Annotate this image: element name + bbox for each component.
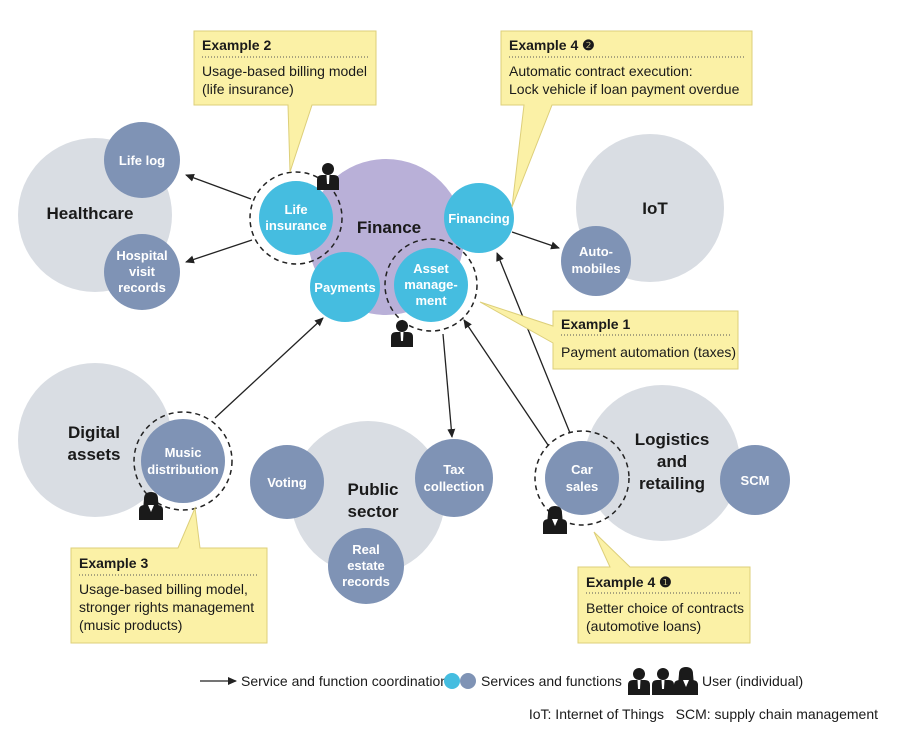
digital-assets-label-line2: assets	[68, 445, 121, 464]
scm-label: SCM	[741, 473, 770, 488]
legend-services-label: Services and functions	[481, 673, 622, 689]
real-label-1: Real	[352, 542, 379, 557]
example-3-line2: stronger rights management	[79, 599, 254, 615]
hospital-label-3: records	[118, 280, 166, 295]
tax-collection-node	[415, 439, 493, 517]
asset-label-3: ment	[415, 293, 447, 308]
financing-node	[444, 183, 514, 253]
logistics-label-line2: and	[657, 452, 687, 471]
public-sector-domain-circle	[291, 421, 445, 575]
logistics-label-line1: Logistics	[635, 430, 710, 449]
life-log-node	[104, 122, 180, 198]
automobiles-label-2: mobiles	[571, 261, 620, 276]
legend-user-icon-1	[628, 668, 650, 695]
digital-assets-domain-circle	[18, 363, 172, 517]
asset-label-2: manage-	[404, 277, 457, 292]
coordination-arrows	[185, 174, 571, 446]
logistics-domain-circle	[584, 385, 740, 541]
asset-label-1: Asset	[413, 261, 449, 276]
music-label-2: distribution	[147, 462, 219, 477]
arrow-life-insurance-to-life-log	[185, 174, 252, 200]
digital-assets-label-line1: Digital	[68, 423, 120, 442]
payments-label: Payments	[314, 280, 375, 295]
healthcare-label: Healthcare	[47, 204, 134, 223]
automobiles-node	[561, 226, 631, 296]
scm-node	[720, 445, 790, 515]
legend: Service and function coordination Servic…	[200, 667, 803, 695]
example-2-line1: Usage-based billing model	[202, 63, 367, 79]
arrow-asset-to-tax-collection	[442, 333, 456, 438]
example-4-2-line2: Lock vehicle if loan payment overdue	[509, 81, 740, 97]
example-1-title: Example 1	[561, 316, 630, 332]
logistics-label-line3: retailing	[639, 474, 705, 493]
footnote: IoT: Internet of Things SCM: supply chai…	[529, 706, 878, 722]
example-4-1-line1: Better choice of contracts	[586, 600, 744, 616]
voting-node	[250, 445, 324, 519]
user-icon-car-sales	[543, 506, 567, 534]
iot-label: IoT	[642, 199, 668, 218]
life-insurance-label-1: Life	[284, 202, 307, 217]
music-label-1: Music	[165, 445, 202, 460]
voting-label: Voting	[267, 475, 307, 490]
example-1-line1: Payment automation (taxes)	[561, 344, 736, 360]
asset-management-dashed-ring	[384, 238, 478, 332]
hospital-label-2: visit	[129, 264, 156, 279]
callout-example-2: Example 2 Usage-based billing model (lif…	[193, 30, 377, 173]
car-sales-label-2: sales	[566, 479, 599, 494]
tax-label-2: collection	[424, 479, 485, 494]
car-sales-node	[545, 441, 619, 515]
example-4-1-line2: (automotive loans)	[586, 618, 701, 634]
finance-label: Finance	[357, 218, 421, 237]
car-sales-dashed-ring	[534, 430, 630, 526]
legend-user-icon-3	[674, 667, 698, 695]
life-insurance-dashed-ring	[249, 171, 343, 265]
example-4-2-title: Example 4 ❷	[509, 37, 595, 53]
arrow-music-to-payments	[214, 317, 324, 419]
legend-service-cyan-icon	[444, 673, 460, 689]
user-icon-life-insurance	[317, 163, 339, 190]
public-sector-label-line1: Public	[347, 480, 398, 499]
example-3-line3: (music products)	[79, 617, 182, 633]
public-sector-label-line2: sector	[347, 502, 398, 521]
example-4-1-title: Example 4 ❶	[586, 574, 672, 590]
real-label-3: records	[342, 574, 390, 589]
hospital-visit-records-node	[104, 234, 180, 310]
life-log-label: Life log	[119, 153, 165, 168]
legend-service-blue-icon	[460, 673, 476, 689]
life-insurance-label-2: insurance	[265, 218, 326, 233]
music-distribution-node	[141, 419, 225, 503]
legend-user-label: User (individual)	[702, 673, 803, 689]
user-icon-asset-management	[391, 320, 413, 347]
arrow-car-sales-to-financing	[496, 252, 571, 434]
arrow-car-sales-to-asset	[463, 319, 549, 446]
example-2-line2: (life insurance)	[202, 81, 294, 97]
example-4-2-line1: Automatic contract execution:	[509, 63, 693, 79]
legend-coordination-label: Service and function coordination	[241, 673, 448, 689]
callout-example-3: Example 3 Usage-based billing model, str…	[70, 506, 268, 644]
callout-example-4-2: Example 4 ❷ Automatic contract execution…	[500, 30, 753, 208]
arrow-financing-to-automobiles	[511, 231, 560, 250]
tax-label-1: Tax	[443, 462, 465, 477]
automobiles-label-1: Auto-	[579, 244, 613, 259]
real-estate-records-node	[328, 528, 404, 604]
example-3-line1: Usage-based billing model,	[79, 581, 248, 597]
legend-user-icon-2	[652, 668, 674, 695]
hospital-label-1: Hospital	[116, 248, 167, 263]
example-3-title: Example 3	[79, 555, 148, 571]
callout-example-1: Example 1 Payment automation (taxes)	[479, 301, 739, 370]
example-2-title: Example 2	[202, 37, 271, 53]
car-sales-label-1: Car	[571, 462, 593, 477]
payments-node	[310, 252, 380, 322]
callout-example-4-1: Example 4 ❶ Better choice of contracts (…	[577, 531, 751, 644]
life-insurance-node	[259, 181, 333, 255]
arrow-life-insurance-to-hospital	[185, 239, 253, 264]
real-label-2: estate	[347, 558, 385, 573]
financing-label: Financing	[448, 211, 509, 226]
asset-management-node	[394, 248, 468, 322]
music-distribution-dashed-ring	[133, 411, 233, 511]
